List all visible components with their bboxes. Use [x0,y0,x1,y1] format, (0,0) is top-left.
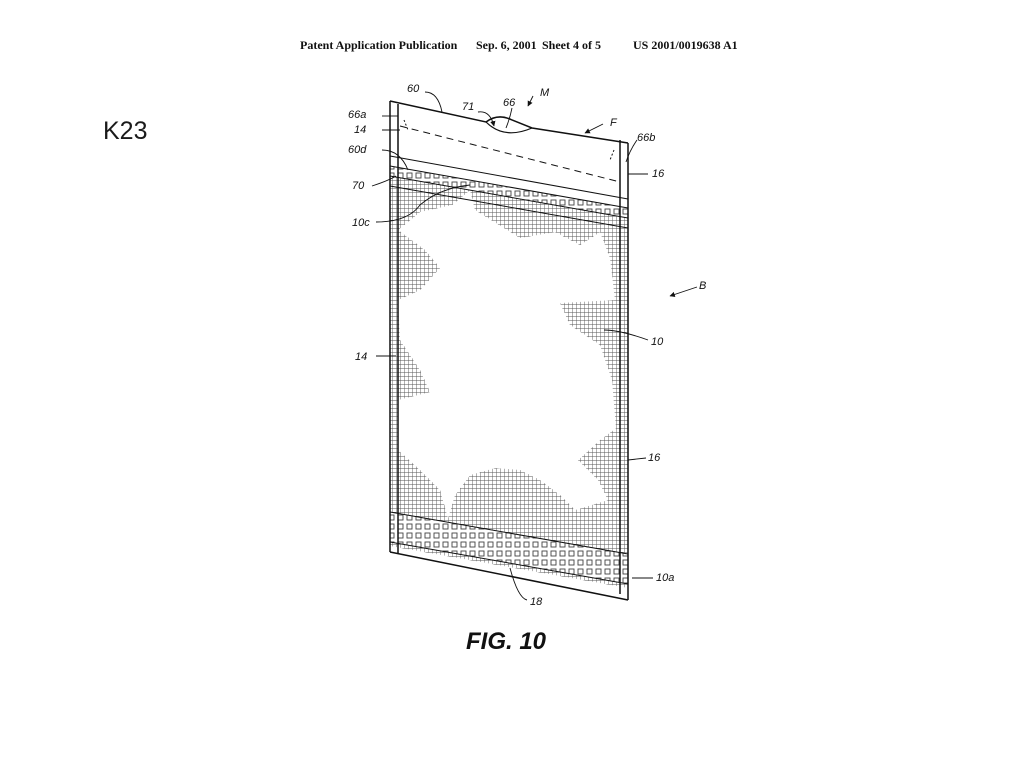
pouch-outline [389,100,629,601]
bottom-seal-band [390,512,628,584]
page-header: Patent Application Publication Sep. 6, 2… [0,38,1024,56]
header-date: Sep. 6, 2001 [476,38,537,52]
header-publication: Patent Application Publication [300,38,458,52]
reference-numerals: 60 71 66 M F 66a 14 60d 66b 70 16 10c B … [348,83,706,608]
ref-71: 71 [462,101,474,113]
figure-caption: FIG. 10 [466,628,547,655]
ref-16-lower: 16 [648,452,661,464]
ref-14-upper: 14 [354,124,366,136]
ref-66a: 66a [348,109,366,121]
ref-60d: 60d [348,144,367,156]
ref-14-lower: 14 [355,351,367,363]
ref-10c: 10c [352,217,370,229]
ref-10: 10 [651,336,664,348]
ref-66: 66 [503,97,516,109]
top-seal-band [390,166,628,218]
cutaway-window [398,190,616,518]
leader-lines [371,91,698,601]
header-sheet: Sheet 4 of 5 [542,38,601,52]
ref-M: M [540,87,550,99]
ref-16-upper: 16 [652,168,665,180]
ref-B: B [699,280,706,292]
ref-66b: 66b [637,132,655,144]
slide-label: K23 [103,117,148,145]
ref-F: F [610,117,618,129]
ref-10a: 10a [656,572,674,584]
ref-18: 18 [530,596,543,608]
header-number: US 2001/0019638 A1 [633,38,738,52]
ref-70: 70 [352,180,365,192]
ref-60: 60 [407,83,420,95]
